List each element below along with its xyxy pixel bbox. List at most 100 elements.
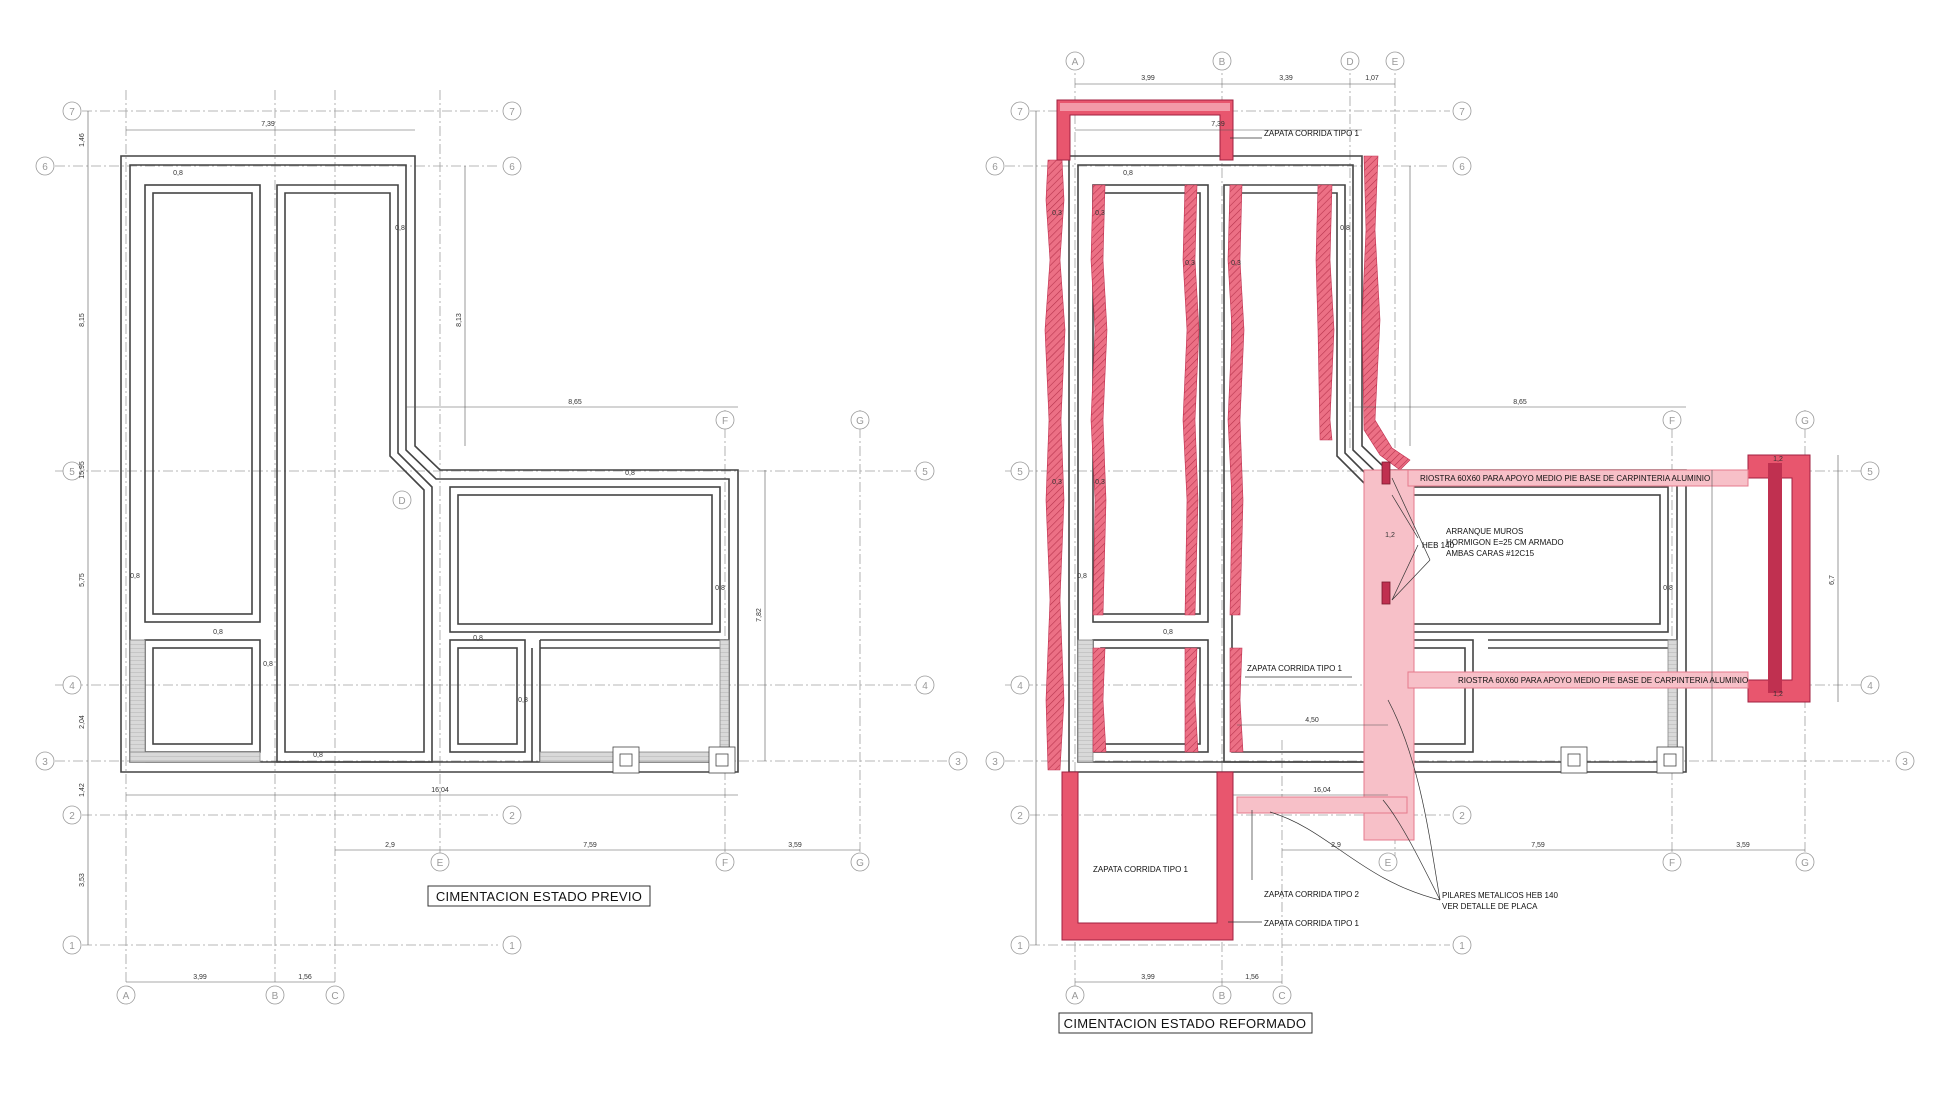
grid-label: B	[1219, 991, 1226, 1002]
label-zapata-tipo-1-mid: ZAPATA CORRIDA TIPO 1	[1247, 664, 1343, 673]
label-pilares-2: VER DETALLE DE PLACA	[1442, 902, 1538, 911]
grid-label: E	[437, 858, 444, 869]
dim-label: 8,65	[568, 399, 582, 406]
label-riostra-top: RIOSTRA 60X60 PARA APOYO MEDIO PIE BASE …	[1420, 474, 1710, 483]
plan-previo: 7 7 6 6 5 5 4 4 3 3 2 2 1 1 A B C D F G …	[35, 90, 968, 1005]
grid-label: 2	[1459, 811, 1465, 822]
label-arranque-1: ARRANQUE MUROS	[1446, 527, 1523, 536]
grid-bubble-labels-reformado: 7 7 6 6 5 5 4 4 3 3 2 2 1 1 A B D E A B …	[992, 57, 1908, 1002]
dim-label: 0,8	[625, 470, 635, 477]
grid-label: G	[856, 858, 864, 869]
grid-label: 6	[992, 162, 998, 173]
grid-label: 5	[69, 467, 75, 478]
grid-label: 1	[69, 941, 75, 952]
grid-label: F	[1669, 858, 1675, 869]
existing-slab-hatch-reformado	[1077, 639, 1684, 774]
grid-label: A	[123, 991, 130, 1002]
grid-label: 2	[1017, 811, 1023, 822]
dim-label: 8,13	[456, 313, 463, 327]
grid-label: A	[1072, 57, 1079, 68]
title-reformado: CIMENTACION ESTADO REFORMADO	[1058, 1012, 1313, 1034]
dim-label: 16,04	[431, 787, 449, 794]
dim-label: 3,53	[79, 873, 86, 887]
grid-label: E	[1392, 57, 1399, 68]
grid-label: 6	[509, 162, 515, 173]
grid-label: 3	[1902, 757, 1908, 768]
dim-label: 0,8	[130, 573, 140, 580]
dimension-lines-previo	[87, 111, 860, 983]
grid-label: 1	[1459, 941, 1465, 952]
grid-label: C	[1278, 991, 1285, 1002]
plan-title-reformado: CIMENTACION ESTADO REFORMADO	[1064, 1016, 1307, 1031]
label-arranque-3: AMBAS CARAS #12C15	[1446, 549, 1535, 558]
grid-label: C	[331, 991, 338, 1002]
dim-label: 5,75	[79, 573, 86, 587]
axis-lines	[55, 90, 950, 985]
grid-label: 4	[1017, 681, 1023, 692]
label-pilares-1: PILARES METALICOS HEB 140	[1442, 891, 1558, 900]
dim-label: 1,56	[298, 974, 312, 981]
grid-label: 2	[509, 811, 515, 822]
dim-label: 1,56	[1245, 974, 1259, 981]
grid-label: 4	[922, 681, 928, 692]
grid-label: 5	[922, 467, 928, 478]
label-zapata-tipo-1-inner: ZAPATA CORRIDA TIPO 1	[1093, 865, 1189, 874]
dim-label: 3,59	[1736, 842, 1750, 849]
dim-label: 8,65	[1513, 399, 1527, 406]
dim-label: 1,2	[1773, 456, 1783, 463]
grid-label: A	[1072, 991, 1079, 1002]
dim-label: 0,8	[395, 225, 405, 232]
axis-lines-reformado	[1005, 60, 1890, 990]
dim-label: 3,99	[1141, 75, 1155, 82]
dim-label: 3,59	[788, 842, 802, 849]
new-strip-footings	[1056, 99, 1811, 941]
grid-label: B	[272, 991, 279, 1002]
dim-label: 2,9	[385, 842, 395, 849]
heb-columns	[1381, 461, 1391, 605]
grid-label: 7	[1459, 107, 1465, 118]
annotations-reformado: ZAPATA CORRIDA TIPO 1 ZAPATA CORRIDA TIP…	[1093, 129, 1748, 928]
label-arranque-2: HORMIGON E=25 CM ARMADO	[1446, 538, 1564, 547]
dim-label: 1,46	[79, 133, 86, 147]
dim-label: 7,39	[261, 121, 275, 128]
dim-label: 0,8	[173, 170, 183, 177]
grid-label: E	[1385, 858, 1392, 869]
grid-label: 1	[1017, 941, 1023, 952]
label-riostra-bottom: RIOSTRA 60X60 PARA APOYO MEDIO PIE BASE …	[1458, 676, 1748, 685]
dimension-lines-reformado	[1035, 83, 1839, 983]
grid-label: 5	[1867, 467, 1873, 478]
grid-label: D	[398, 496, 405, 507]
dim-label: 0,3	[1185, 260, 1195, 267]
grid-label: 4	[69, 681, 75, 692]
grid-label: 2	[69, 811, 75, 822]
grid-label: G	[1801, 416, 1809, 427]
label-zapata-tipo-1-bottom: ZAPATA CORRIDA TIPO 1	[1264, 919, 1360, 928]
grid-label: 3	[992, 757, 998, 768]
dim-label: 2,9	[1331, 842, 1341, 849]
grid-bubbles-reformado	[985, 51, 1915, 1005]
dim-label: 0,8	[313, 752, 323, 759]
grid-label: 6	[1459, 162, 1465, 173]
dim-label: 0,8	[1123, 170, 1133, 177]
grid-label: F	[722, 858, 728, 869]
grid-label: 7	[1017, 107, 1023, 118]
existing-slab-hatch	[129, 639, 736, 774]
grid-bubbles-previo	[35, 101, 968, 1005]
grid-label: 7	[509, 107, 515, 118]
label-zapata-tipo-1-top: ZAPATA CORRIDA TIPO 1	[1264, 129, 1360, 138]
grid-label: 5	[1017, 467, 1023, 478]
dim-label: 0,8	[1663, 585, 1673, 592]
grid-label: 1	[509, 941, 515, 952]
plan-reformado: 7 7 6 6 5 5 4 4 3 3 2 2 1 1 A B D E A B …	[985, 51, 1915, 1034]
grid-label: 4	[1867, 681, 1873, 692]
new-riostras	[1236, 469, 1749, 841]
grid-label: 3	[42, 757, 48, 768]
dim-label: 0,8	[213, 629, 223, 636]
dim-label: 0,3	[1231, 260, 1241, 267]
grid-label: 3	[955, 757, 961, 768]
grid-label: B	[1219, 57, 1226, 68]
new-wall-hatch	[1044, 155, 1411, 771]
dim-label: 15,95	[79, 461, 86, 479]
